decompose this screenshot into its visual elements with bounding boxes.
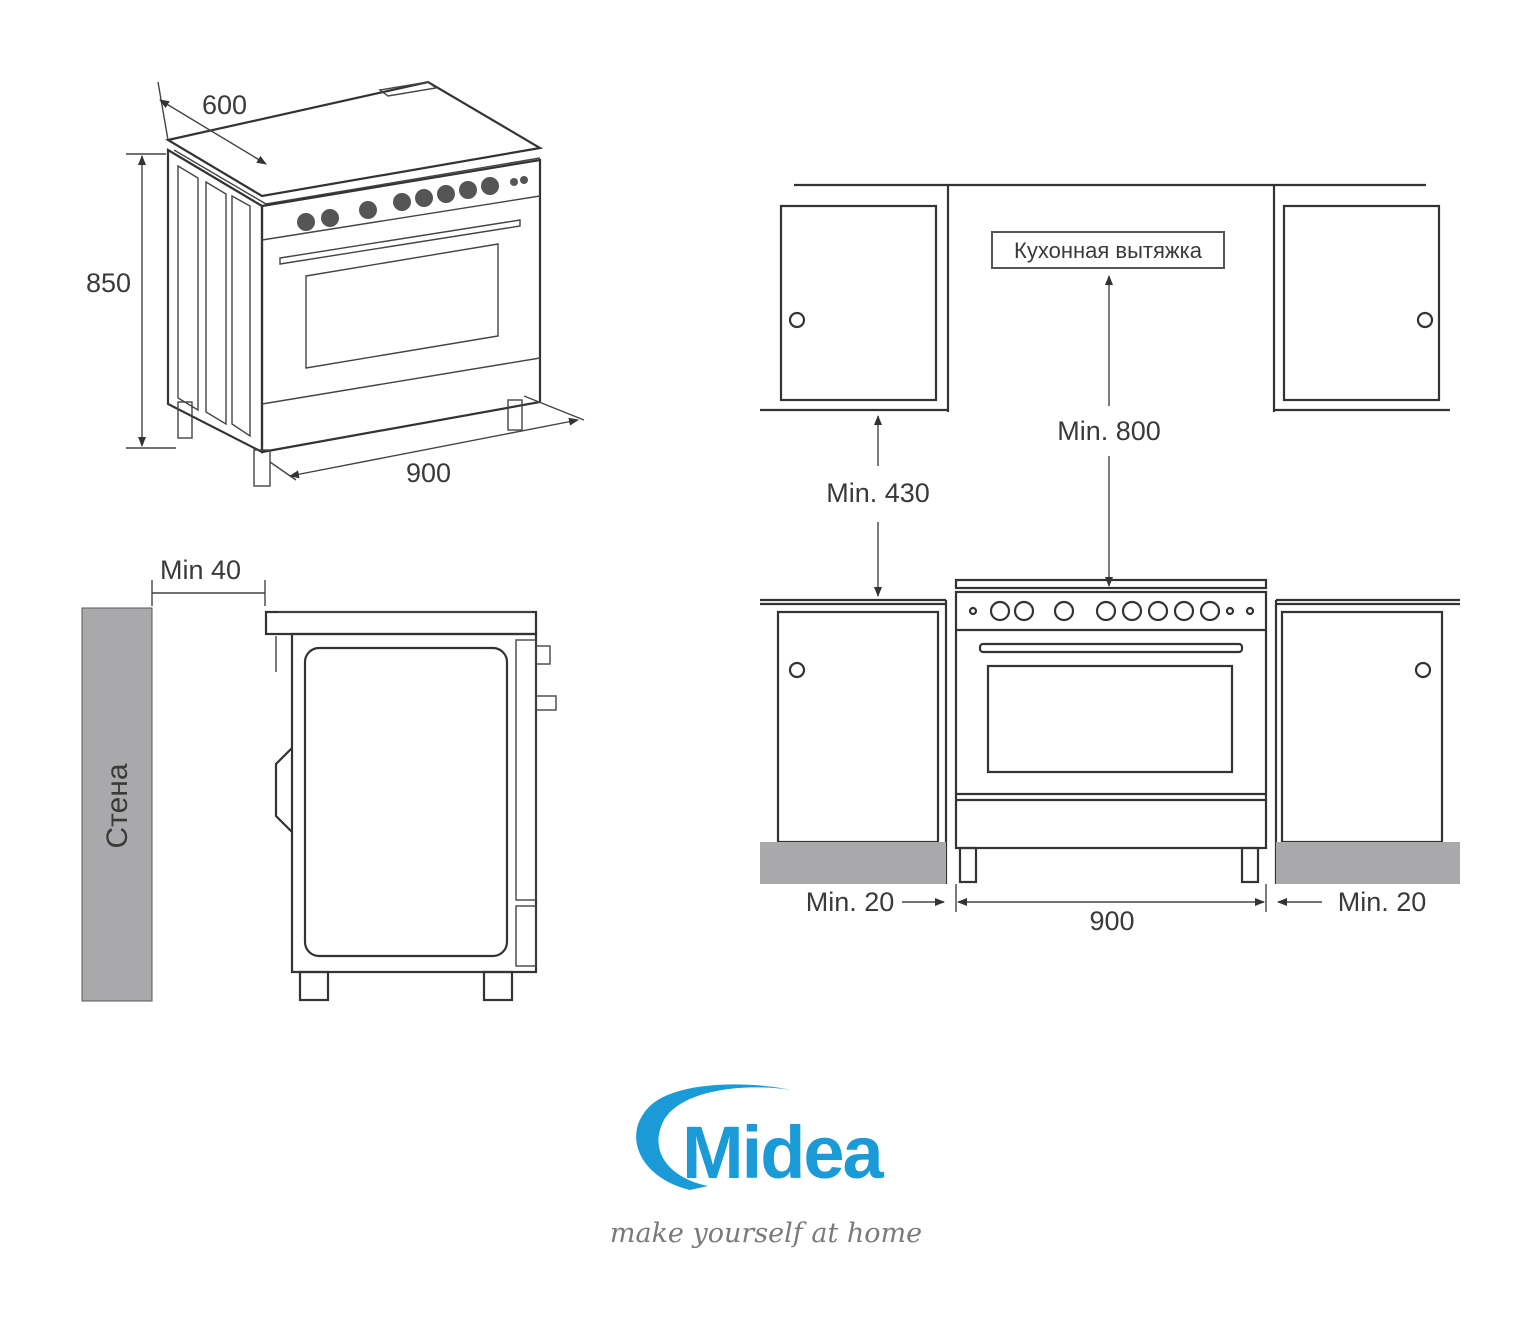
side-view: Стена Min 40	[81, 555, 557, 1002]
hood-clearance-label: Min. 800	[1057, 416, 1161, 446]
tagline: make yourself at home	[610, 1218, 922, 1249]
iso-width-label: 900	[406, 458, 451, 488]
iso-oven-window	[305, 243, 499, 369]
plinth-left	[760, 842, 946, 884]
hood-label: Кухонная вытяжка	[1014, 238, 1203, 263]
side-hinge	[274, 747, 293, 833]
isometric-stove-view: 600 850 900	[86, 80, 585, 488]
upper-cabinet-left	[779, 204, 938, 402]
logo-text: Midea	[682, 1111, 885, 1194]
side-body	[290, 632, 538, 974]
iso-knobs	[297, 176, 528, 231]
iso-height-label: 850	[86, 268, 131, 298]
stove-front	[954, 578, 1268, 884]
upper-cabinet-right	[1282, 204, 1441, 402]
oven-window	[986, 664, 1234, 774]
front-install-view: Кухонная вытяжка Min. 800 Min. 430	[760, 183, 1460, 936]
cabinet-clearance-label: Min. 430	[826, 478, 930, 508]
iso-cooktop	[165, 80, 544, 198]
iso-depth-label: 600	[202, 90, 247, 120]
plinth-right	[1276, 842, 1460, 884]
side-clearance-label: Min 40	[160, 555, 241, 585]
wall-block	[81, 607, 153, 1002]
front-width-label: 900	[1089, 906, 1134, 936]
base-cabinet-right	[1280, 610, 1444, 844]
left-gap-label: Min. 20	[806, 887, 895, 917]
front-knobs	[968, 600, 1255, 622]
wall-label: Стена	[101, 763, 134, 848]
hood-label-box	[991, 231, 1225, 269]
brand-logo: Midea make yourself at home	[610, 1084, 922, 1249]
side-cooktop	[264, 610, 538, 636]
side-panel	[303, 646, 509, 958]
right-gap-label: Min. 20	[1338, 887, 1427, 917]
iso-side-panel	[166, 148, 264, 454]
base-cabinet-left	[776, 610, 940, 844]
